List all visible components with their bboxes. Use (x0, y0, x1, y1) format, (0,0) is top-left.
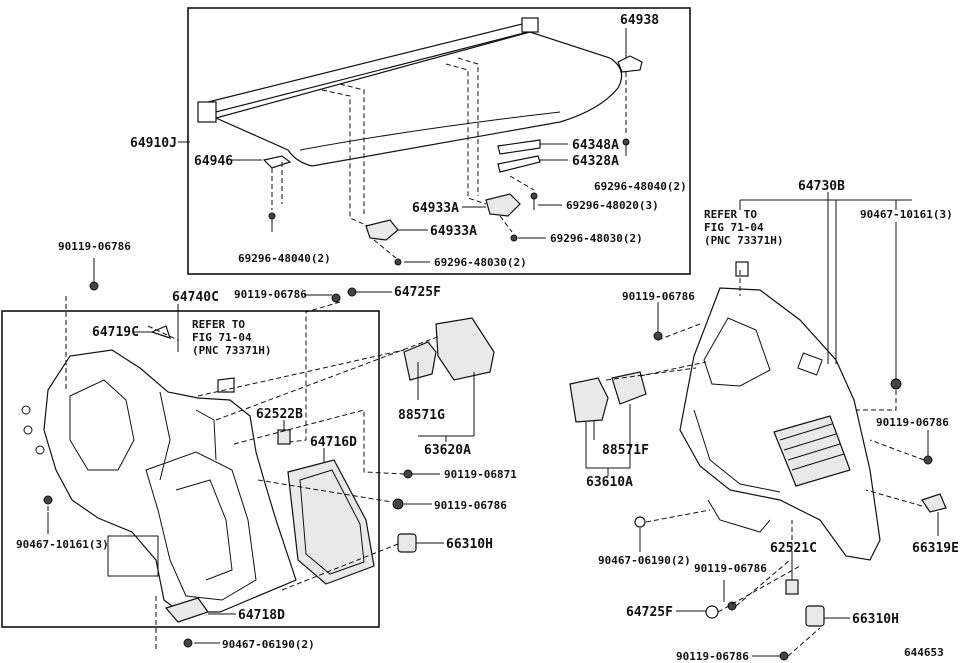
screw-icon (923, 455, 933, 465)
lamp-63610a (611, 371, 647, 405)
trim-64328a (497, 155, 541, 173)
label-90467-10161-right: 90467-10161(3) (860, 208, 953, 221)
clip-ref-right (735, 261, 749, 277)
hook-66319e (921, 493, 947, 513)
label-64725f-bottom: 64725F (626, 605, 673, 620)
cap-64933a-2 (365, 219, 399, 241)
label-69296-48030-left: 69296-48030(2) (434, 256, 527, 269)
label-66310h-left: 66310H (446, 537, 493, 552)
label-88571f: 88571F (602, 443, 649, 458)
label-64740c: 64740C (172, 290, 219, 305)
label-64719c: 64719C (92, 325, 139, 340)
label-64946: 64946 (194, 154, 233, 169)
tonneau-cover (197, 17, 623, 167)
vent-grille (773, 415, 851, 487)
clip-icon (634, 516, 646, 528)
cap-64933a-1 (485, 193, 521, 217)
label-69296-48030-right: 69296-48030(2) (550, 232, 643, 245)
left-quarter-trim-64740c (21, 349, 297, 613)
label-64348a: 64348A (572, 138, 619, 153)
label-90467-06190-right: 90467-06190(2) (598, 554, 691, 567)
label-64938: 64938 (620, 13, 659, 28)
ref-right-1: REFER TO (704, 208, 757, 221)
label-64716d: 64716D (310, 435, 357, 450)
ref-right-3: (PNC 73371H) (704, 234, 783, 247)
label-69296-48020: 69296-48020(3) (566, 199, 659, 212)
label-62522b: 62522B (256, 407, 303, 422)
label-64718d: 64718D (238, 608, 285, 623)
cap-62522b (277, 429, 291, 445)
label-64910j: 64910J (130, 136, 177, 151)
label-90119-06786-r4: 90119-06786 (676, 650, 749, 663)
label-69296-48040-left: 69296-48040(2) (238, 252, 331, 265)
bezel-88571f (569, 377, 609, 423)
clip-icon (347, 287, 357, 297)
ref-left-3: (PNC 73371H) (192, 344, 271, 357)
tonneau-cover-frame (187, 7, 691, 275)
ref-left-2: FIG 71-04 (192, 331, 252, 344)
right-quarter-trim-64730b (679, 287, 881, 561)
label-66310h-right: 66310H (852, 612, 899, 627)
label-64933a-2: 64933A (430, 224, 477, 239)
clip-64719c (150, 325, 171, 339)
label-64730b: 64730B (798, 179, 845, 194)
ref-left-1: REFER TO (192, 318, 245, 331)
bezel-88571g (403, 341, 437, 381)
hook-66310h-right (805, 605, 825, 627)
label-88571g: 88571G (398, 408, 445, 423)
label-90119-06871: 90119-06871 (444, 468, 517, 481)
label-90119-06786-r3: 90119-06786 (694, 562, 767, 575)
label-90467-10161-left: 90467-10161(3) (16, 538, 109, 551)
label-63610a: 63610A (586, 475, 633, 490)
nut-icon (392, 498, 404, 510)
label-90119-06786-r2: 90119-06786 (876, 416, 949, 429)
label-90119-06786-tc: 90119-06786 (234, 288, 307, 301)
label-64725f-top: 64725F (394, 285, 441, 300)
hook-66310h-left (397, 533, 417, 553)
ref-right-2: FIG 71-04 (704, 221, 764, 234)
label-90467-06190-left: 90467-06190(2) (222, 638, 315, 651)
label-64933a-1: 64933A (412, 201, 459, 216)
label-90119-06786-r1: 90119-06786 (622, 290, 695, 303)
label-66319e: 66319E (912, 541, 959, 556)
label-90119-06786-tl: 90119-06786 (58, 240, 131, 253)
label-69296-48040-right: 69296-48040(2) (594, 180, 687, 193)
screw-icon (268, 138, 630, 266)
cap-62521c (785, 579, 799, 595)
cover-64718d (164, 597, 209, 623)
lamp-63620a (435, 317, 495, 381)
trim-64716d (287, 459, 375, 585)
left-panel-frame (1, 310, 380, 628)
clip-icon (183, 638, 193, 648)
screw-icon (779, 651, 789, 661)
clip-icon (705, 605, 719, 619)
screw-icon (89, 281, 99, 291)
label-62521c: 62521C (770, 541, 817, 556)
clip-icon (890, 378, 902, 390)
trim-64348a (497, 139, 541, 155)
screw-icon (331, 293, 341, 303)
label-90119-06786-m: 90119-06786 (434, 499, 507, 512)
clip-64938 (617, 55, 643, 73)
diagram-code: 644653 (904, 646, 944, 659)
clip-64946 (262, 155, 292, 169)
label-64328a: 64328A (572, 154, 619, 169)
clip-icon (43, 495, 53, 505)
screw-icon (403, 469, 413, 479)
label-63620a: 63620A (424, 443, 471, 458)
